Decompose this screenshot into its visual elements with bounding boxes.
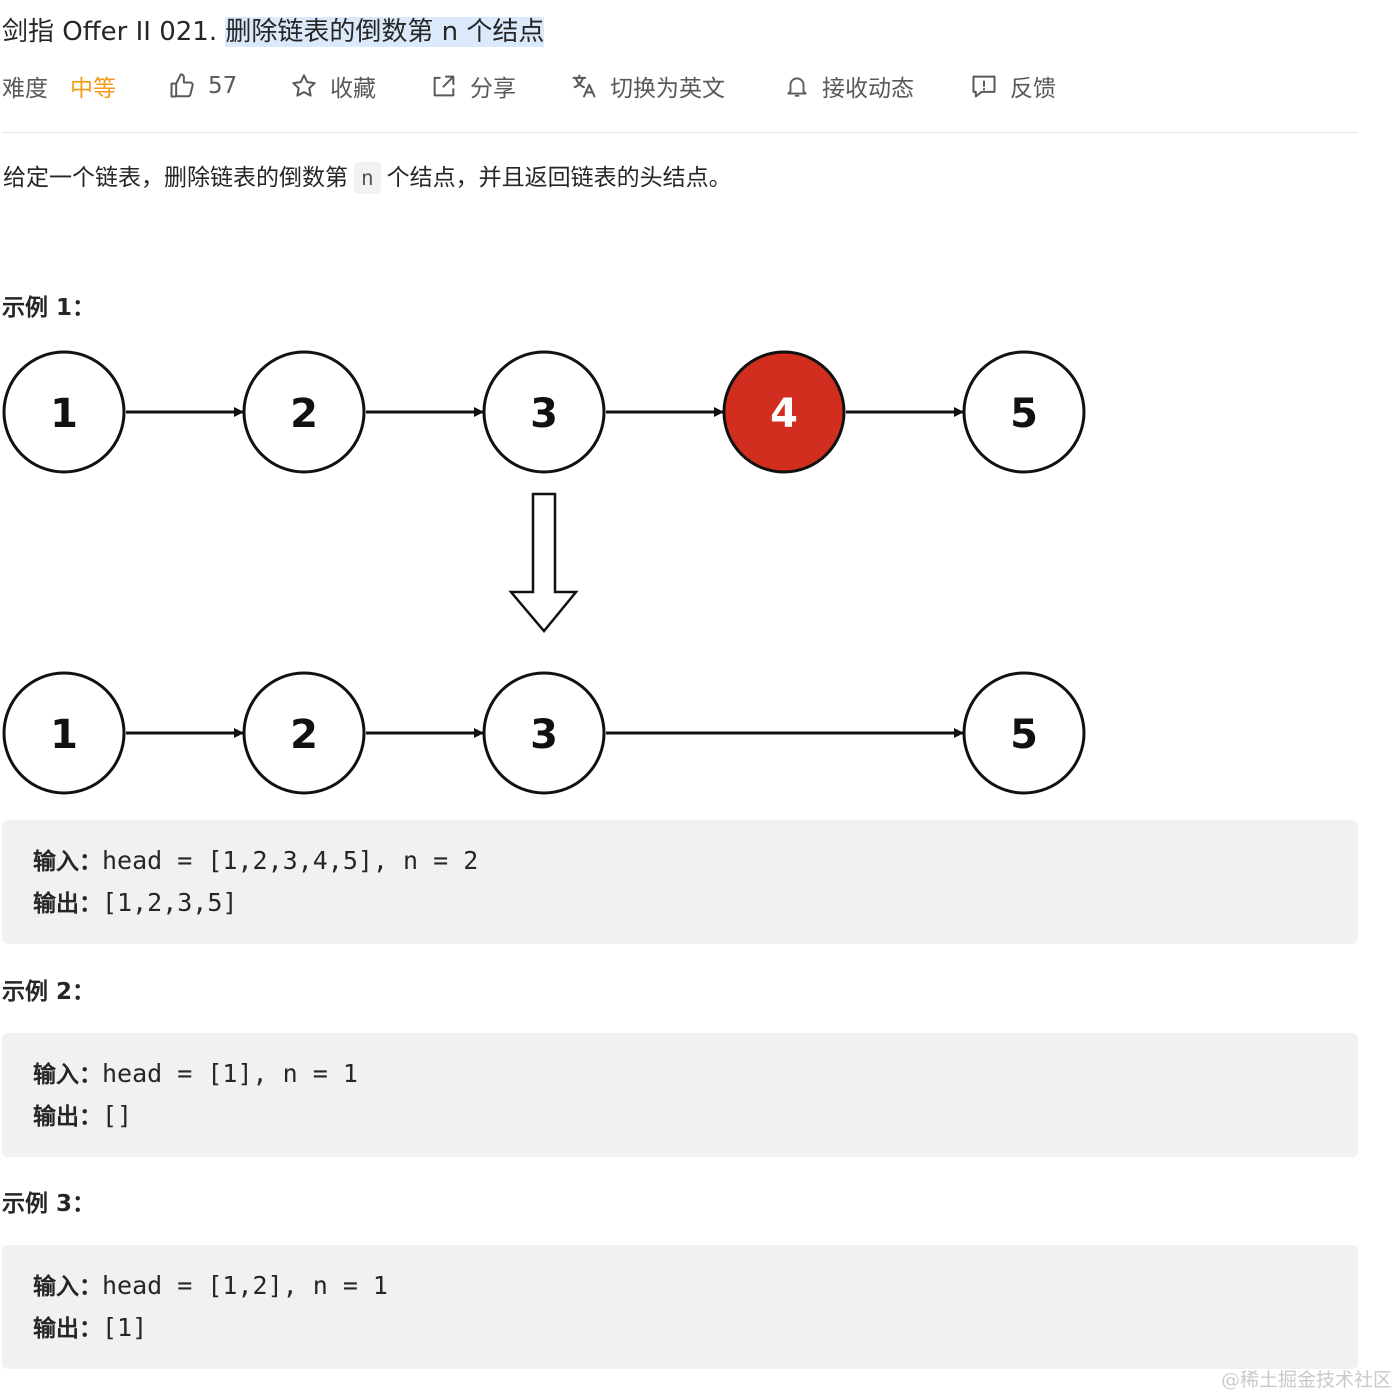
- feedback-button[interactable]: 反馈: [970, 66, 1056, 106]
- favorite-label: 收藏: [330, 76, 376, 102]
- linked-list-diagram: 1 2 3 4 5 1 2 3 5: [2, 350, 1086, 795]
- example-1-input-line: 输入：head = [1,2,3,4,5], n = 2: [33, 840, 1358, 882]
- header-divider: [2, 132, 1358, 133]
- example-2-code-block: 输入：head = [1], n = 1 输出：[]: [2, 1033, 1358, 1157]
- bottom-node-3: 3: [482, 671, 606, 795]
- description-text-after: 个结点，并且返回链表的头结点。: [386, 165, 732, 191]
- example-3-title: 示例 3：: [2, 1191, 96, 1217]
- bottom-node-label: 2: [290, 712, 318, 758]
- description-text-before: 给定一个链表，删除链表的倒数第: [3, 165, 348, 191]
- like-count: 57: [208, 73, 238, 99]
- title-main: 删除链表的倒数第 n 个结点: [225, 17, 545, 47]
- difficulty-value: 中等: [70, 76, 116, 102]
- difficulty: 难度 中等: [2, 66, 116, 106]
- like-button[interactable]: 57: [168, 66, 237, 106]
- feedback-icon: [972, 75, 996, 98]
- output-label: 输出：: [33, 1316, 102, 1342]
- top-node-label: 3: [530, 391, 558, 437]
- feedback-label: 反馈: [1010, 76, 1056, 102]
- example-1-input: head = [1,2,3,4,5], n = 2: [102, 846, 479, 875]
- output-label: 输出：: [33, 891, 102, 917]
- input-label: 输入：: [33, 1062, 102, 1088]
- share-button[interactable]: 分享: [430, 66, 516, 106]
- example-3-input-line: 输入：head = [1,2], n = 1: [33, 1265, 1358, 1307]
- top-node-label: 4: [770, 391, 798, 437]
- top-node-4-highlighted: 4: [722, 350, 846, 474]
- top-node-label: 2: [290, 391, 318, 437]
- output-label: 输出：: [33, 1104, 102, 1130]
- bottom-node-label: 1: [50, 712, 78, 758]
- example-1-code-block: 输入：head = [1,2,3,4,5], n = 2 输出：[1,2,3,5…: [2, 820, 1358, 944]
- thumbs-up-icon: [170, 73, 194, 98]
- example-3-output-line: 输出：[1]: [33, 1307, 1358, 1349]
- share-label: 分享: [470, 76, 516, 102]
- transform-arrow: [508, 492, 579, 633]
- subscribe-button[interactable]: 接收动态: [784, 66, 914, 106]
- top-node-label: 5: [1010, 391, 1038, 437]
- problem-title: 剑指 Offer II 021. 删除链表的倒数第 n 个结点: [2, 12, 545, 52]
- difficulty-label: 难度: [2, 76, 48, 102]
- title-prefix: 剑指 Offer II 021.: [2, 17, 218, 47]
- example-1-output: [1,2,3,5]: [102, 888, 238, 917]
- switch-language-button[interactable]: 切换为英文: [570, 66, 725, 106]
- share-icon: [433, 75, 455, 97]
- example-2-input-line: 输入：head = [1], n = 1: [33, 1053, 1358, 1095]
- example-1-output-line: 输出：[1,2,3,5]: [33, 882, 1358, 924]
- inline-code-n: n: [354, 162, 381, 194]
- switch-language-label: 切换为英文: [610, 76, 725, 102]
- favorite-button[interactable]: 收藏: [290, 66, 376, 106]
- bottom-node-label: 3: [530, 712, 558, 758]
- top-node-2: 2: [242, 350, 366, 474]
- translate-icon: [572, 74, 596, 98]
- bottom-node-label: 5: [1010, 712, 1038, 758]
- bottom-node-1: 1: [2, 671, 126, 795]
- example-2-output: []: [102, 1101, 133, 1130]
- example-3-input: head = [1,2], n = 1: [102, 1271, 388, 1300]
- star-icon: [292, 74, 316, 97]
- example-3-code-block: 输入：head = [1,2], n = 1 输出：[1]: [2, 1245, 1358, 1369]
- subscribe-label: 接收动态: [822, 76, 914, 102]
- top-node-1: 1: [2, 350, 126, 474]
- top-node-label: 1: [50, 391, 78, 437]
- bell-icon: [787, 77, 807, 97]
- bottom-node-5: 5: [962, 671, 1086, 795]
- input-label: 输入：: [33, 849, 102, 875]
- top-node-5: 5: [962, 350, 1086, 474]
- example-2-input: head = [1], n = 1: [102, 1059, 358, 1088]
- watermark: @稀土掘金技术社区: [1220, 1369, 1392, 1391]
- example-1-title: 示例 1：: [2, 295, 96, 321]
- example-2-title: 示例 2：: [2, 979, 96, 1005]
- example-2-output-line: 输出：[]: [33, 1095, 1358, 1137]
- input-label: 输入：: [33, 1274, 102, 1300]
- top-node-3: 3: [482, 350, 606, 474]
- example-3-output: [1]: [102, 1313, 148, 1342]
- bottom-node-2: 2: [242, 671, 366, 795]
